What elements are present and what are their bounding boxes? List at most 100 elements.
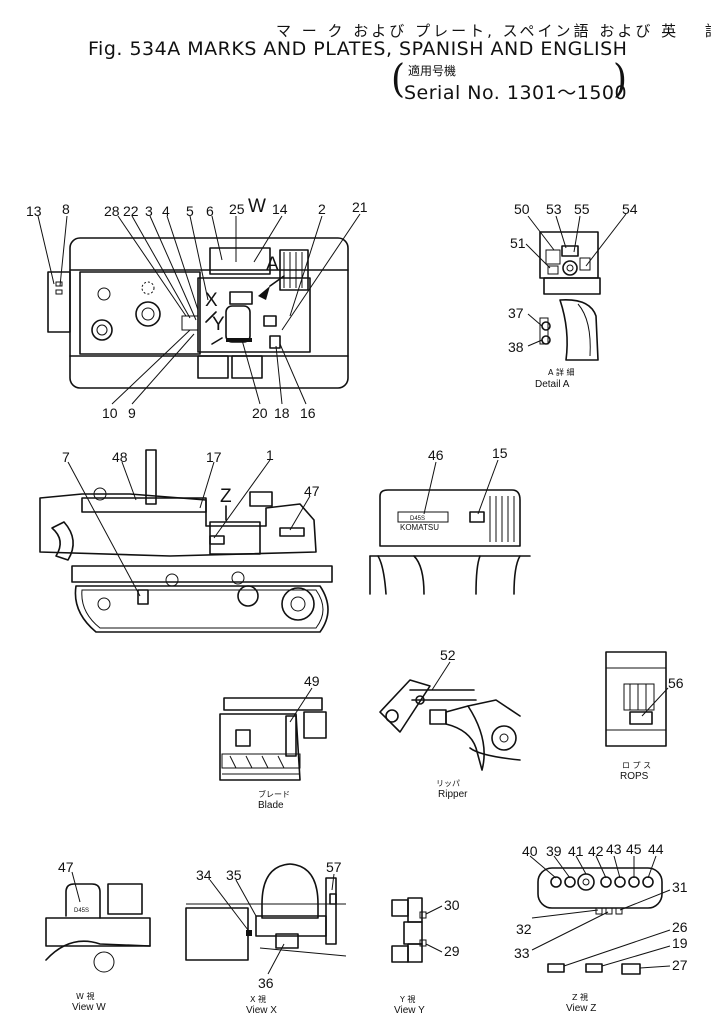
hood-model-plate: D45S (410, 516, 425, 522)
callout-4: 4 (162, 203, 170, 219)
callout-35: 35 (226, 867, 242, 883)
serial-label-japanese: 適用号機 (408, 64, 457, 78)
callout-14: 14 (272, 201, 288, 217)
side-view-leaders (67, 459, 311, 597)
callout-19: 19 (672, 935, 688, 951)
callout-15: 15 (492, 445, 508, 461)
callout-16: 16 (300, 405, 316, 421)
callout-27: 27 (672, 957, 688, 973)
serial-bracket-left: ( (391, 56, 406, 102)
view-z-callouts: 40 39 41 42 43 45 44 31 32 33 26 19 27 (514, 841, 688, 973)
view-marker-w: W (248, 196, 266, 217)
callout-3: 3 (145, 203, 153, 219)
callout-47-view-w: 47 (58, 859, 74, 875)
callout-56: 56 (668, 675, 684, 691)
callout-7: 7 (62, 449, 70, 465)
view-w-drawing: D45S (45, 871, 151, 973)
callout-47: 47 (304, 483, 320, 499)
blade-drawing (219, 687, 327, 781)
view-z-caption: View Z (566, 1003, 596, 1014)
callout-42: 42 (588, 843, 604, 859)
rops-caption-jp: ロ プ ス (622, 761, 651, 770)
view-x-callouts: 34 35 57 36 (196, 859, 342, 991)
figure-title: Fig. 534A MARKS AND PLATES, SPANISH AND … (88, 38, 628, 60)
figure-title-japanese: マ ー ク および プレート, スペイン語 および 英 語 (276, 22, 711, 40)
hood-leaders (423, 459, 499, 515)
serial-bracket-right: ) (613, 56, 628, 102)
callout-6: 6 (206, 203, 214, 219)
hood-brand-plate: KOMATSU (400, 523, 439, 532)
view-marker-a: A (266, 254, 279, 275)
detail-a-caption-jp: A 詳 細 (548, 367, 575, 377)
callout-44: 44 (648, 841, 664, 857)
blade-caption: Blade (258, 800, 284, 811)
callout-50: 50 (514, 201, 530, 217)
rops-caption: ROPS (620, 771, 649, 782)
callout-55: 55 (574, 201, 590, 217)
callout-34: 34 (196, 867, 212, 883)
callout-48: 48 (112, 449, 128, 465)
view-marker-x: X (205, 290, 218, 311)
view-x-caption: View X (246, 1005, 277, 1016)
view-x-drawing (185, 863, 347, 975)
view-x-caption-jp: X 視 (250, 995, 266, 1004)
detail-a-drawing (539, 231, 601, 361)
blade-caption-jp: ブレード (258, 789, 290, 799)
callout-9: 9 (128, 405, 136, 421)
callout-5: 5 (186, 203, 194, 219)
view-y-callouts: 30 29 (444, 897, 460, 959)
callout-29: 29 (444, 943, 460, 959)
top-view-drawing: A X Y (47, 237, 349, 389)
hood-drawing: KOMATSU D45S (369, 489, 531, 595)
callout-2: 2 (318, 201, 326, 217)
view-marker-y: Y (212, 314, 225, 335)
side-view-callouts: 7 48 17 1 47 (62, 447, 320, 499)
callout-10: 10 (102, 405, 118, 421)
view-w-caption-jp: W 視 (76, 992, 94, 1001)
view-w-model-plate: D45S (74, 908, 89, 914)
callout-37: 37 (508, 305, 524, 321)
callout-31: 31 (672, 879, 688, 895)
callout-49: 49 (304, 673, 320, 689)
view-y-caption: View Y (394, 1005, 425, 1016)
callout-46: 46 (428, 447, 444, 463)
side-view-drawing: Z (39, 449, 333, 633)
callout-21: 21 (352, 199, 368, 215)
view-z-caption-jp: Z 視 (572, 993, 588, 1002)
ripper-caption-jp: リッパ (436, 779, 460, 788)
top-view-callouts: 13 8 28 22 3 4 5 6 25 14 2 21 10 9 20 18… (26, 199, 368, 421)
view-y-drawing (391, 897, 443, 963)
callout-38: 38 (508, 339, 524, 355)
rops-drawing (605, 651, 669, 747)
callout-45: 45 (626, 841, 642, 857)
ripper-drawing (379, 661, 521, 771)
callout-51: 51 (510, 235, 526, 251)
callout-18: 18 (274, 405, 290, 421)
callout-43: 43 (606, 841, 622, 857)
callout-57: 57 (326, 859, 342, 875)
callout-41: 41 (568, 843, 584, 859)
detail-a-caption: Detail A (535, 379, 570, 390)
callout-30: 30 (444, 897, 460, 913)
callout-28: 28 (104, 203, 120, 219)
callout-52: 52 (440, 647, 456, 663)
callout-1: 1 (266, 447, 274, 463)
detail-a-leaders (525, 213, 627, 347)
callout-36: 36 (258, 975, 274, 991)
callout-26: 26 (672, 919, 688, 935)
callout-17: 17 (206, 449, 222, 465)
callout-20: 20 (252, 405, 268, 421)
callout-33: 33 (514, 945, 530, 961)
callout-32: 32 (516, 921, 532, 937)
ripper-caption: Ripper (438, 789, 468, 800)
detail-a-callouts: 50 53 55 54 51 37 38 (508, 201, 638, 355)
serial-range: Serial No. 1301～1500 (404, 82, 628, 104)
callout-53: 53 (546, 201, 562, 217)
callout-39: 39 (546, 843, 562, 859)
callout-22: 22 (123, 203, 139, 219)
callout-54: 54 (622, 201, 638, 217)
view-z-drawing (529, 855, 671, 975)
top-view-leaders (37, 213, 361, 405)
